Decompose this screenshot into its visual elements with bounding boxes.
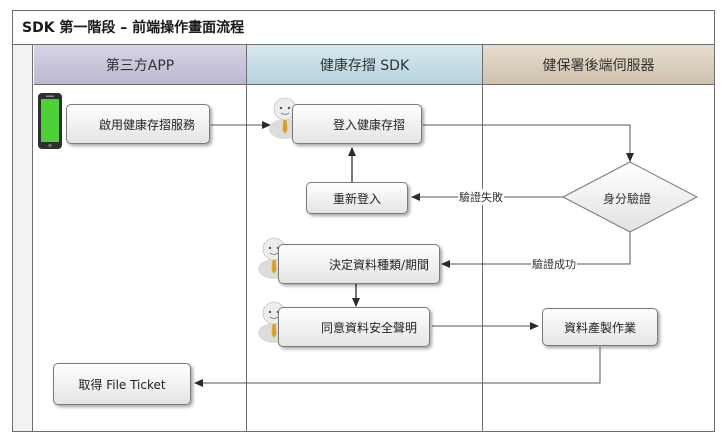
step-label: 同意資料安全聲明 — [320, 320, 417, 335]
lane-header-third-party-app: 第三方APP — [34, 45, 246, 85]
lane-header-nhi-server: 健保署後端伺服器 — [483, 45, 714, 85]
lane-header-health-sdk: 健康存摺 SDK — [247, 45, 482, 85]
step-enable-service: 啟用健康存摺服務 — [66, 104, 210, 144]
title-divider — [13, 44, 714, 45]
step-label: 資料產製作業 — [563, 320, 636, 335]
step-relogin: 重新登入 — [306, 182, 408, 214]
step-label: 重新登入 — [332, 191, 381, 206]
step-label: 登入健康存摺 — [332, 117, 405, 132]
step-label: 啟用健康存摺服務 — [98, 117, 195, 132]
step-login: 登入健康存摺 — [292, 104, 422, 144]
step-agree-security: 同意資料安全聲明 — [278, 307, 430, 347]
edge-label-verify-fail: 驗證失敗 — [458, 189, 504, 205]
smartphone-icon — [38, 93, 62, 149]
step-choose-data: 決定資料種類/期間 — [278, 244, 440, 284]
step-label: 取得 File Ticket — [78, 377, 166, 392]
edge-verify-success — [441, 232, 631, 268]
lane-divider-2 — [482, 45, 483, 431]
verify-decision-diamond — [561, 161, 699, 233]
step-get-file-ticket: 取得 File Ticket — [53, 363, 191, 405]
edge-login-to-verify — [423, 124, 634, 162]
pool-header-strip — [13, 45, 33, 431]
step-verify-label: 身分驗證 — [603, 192, 652, 206]
lane-divider-1 — [246, 45, 247, 431]
step-label: 決定資料種類/期間 — [328, 257, 429, 272]
edge-label-verify-success: 驗證成功 — [531, 256, 577, 272]
step-produce-data: 資料產製作業 — [542, 308, 658, 346]
diagram-title: SDK 第一階段 – 前端操作畫面流程 — [22, 20, 245, 36]
edge-produce-to-ticket — [194, 347, 601, 387]
